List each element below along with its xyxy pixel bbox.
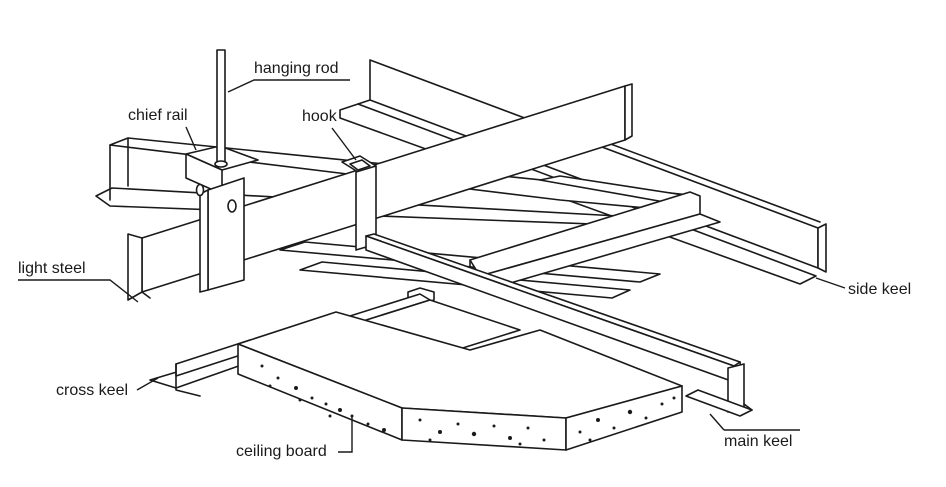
board-texture [260,364,676,446]
label-main-keel: main keel [724,433,792,450]
light-steel-channel [127,83,633,301]
label-main-keel-group: main keel [709,413,800,450]
label-cross-keel-group: cross keel [56,377,159,399]
label-hanging-rod: hanging rod [254,60,339,77]
label-side-keel-group: side keel [815,277,911,298]
label-light-steel-group: light steel [18,260,139,303]
chief-rail-bracket [185,145,259,293]
ceiling-board [237,311,683,451]
label-chief-rail: chief rail [128,107,188,124]
cross-keel [149,339,251,397]
label-side-keel: side keel [848,281,911,298]
label-cross-keel: cross keel [56,382,128,399]
main-keel [365,233,753,417]
label-hook: hook [302,108,338,125]
mid-cross-keel [469,191,721,287]
label-ceiling-board-group: ceiling board [236,416,353,460]
label-hook-group: hook [302,108,357,161]
label-ceiling-board: ceiling board [236,443,327,460]
label-light-steel: light steel [18,260,86,277]
label-hanging-rod-group: hanging rod [227,60,350,93]
hanging-rod [214,49,228,168]
label-chief-rail-group: chief rail [128,107,197,151]
